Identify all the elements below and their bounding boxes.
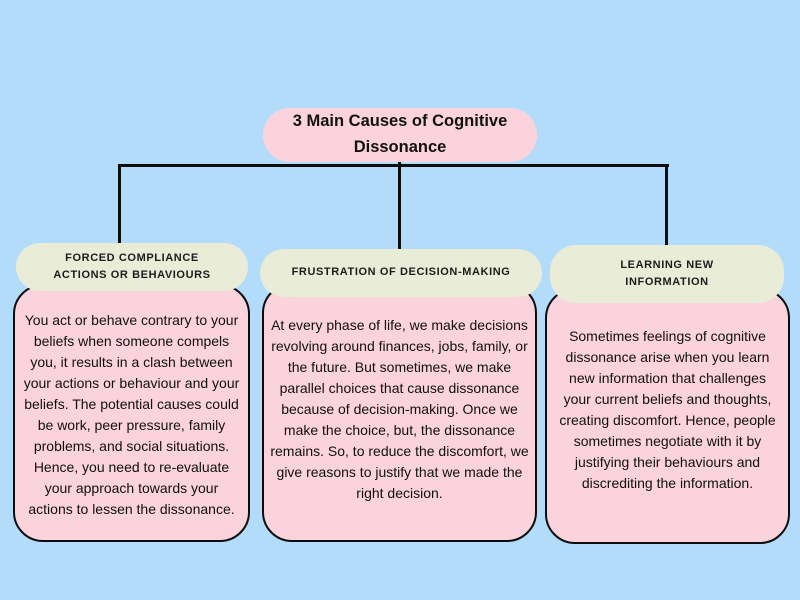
heading-forced-compliance-label: FORCED COMPLIANCE ACTIONS OR BEHAVIOURS <box>53 251 211 281</box>
connector-vertical-right <box>665 164 668 247</box>
card-frustration-decision-making: At every phase of life, we make decision… <box>262 283 537 542</box>
card-forced-compliance: You act or behave contrary to your belie… <box>13 284 250 542</box>
title-box: 3 Main Causes of Cognitive Dissonance <box>263 108 537 162</box>
page-title: 3 Main Causes of Cognitive Dissonance <box>292 112 508 156</box>
connector-horizontal-line <box>119 164 669 167</box>
heading-frustration-decision-making: FRUSTRATION OF DECISION-MAKING <box>260 249 542 297</box>
card-learning-new-information-text: Sometimes feelings of cognitive dissonan… <box>559 328 776 491</box>
card-learning-new-information: Sometimes feelings of cognitive dissonan… <box>545 288 790 544</box>
heading-frustration-decision-making-label: FRUSTRATION OF DECISION-MAKING <box>291 266 511 279</box>
connector-vertical-left <box>118 164 121 245</box>
card-frustration-decision-making-text: At every phase of life, we make decision… <box>270 317 529 501</box>
heading-forced-compliance: FORCED COMPLIANCE ACTIONS OR BEHAVIOURS <box>16 243 248 291</box>
card-forced-compliance-text: You act or behave contrary to your belie… <box>23 312 240 517</box>
connector-vertical-center <box>398 162 401 252</box>
heading-learning-new-information: LEARNING NEW INFORMATION <box>550 245 784 303</box>
heading-learning-new-information-label: LEARNING NEW INFORMATION <box>620 258 714 288</box>
